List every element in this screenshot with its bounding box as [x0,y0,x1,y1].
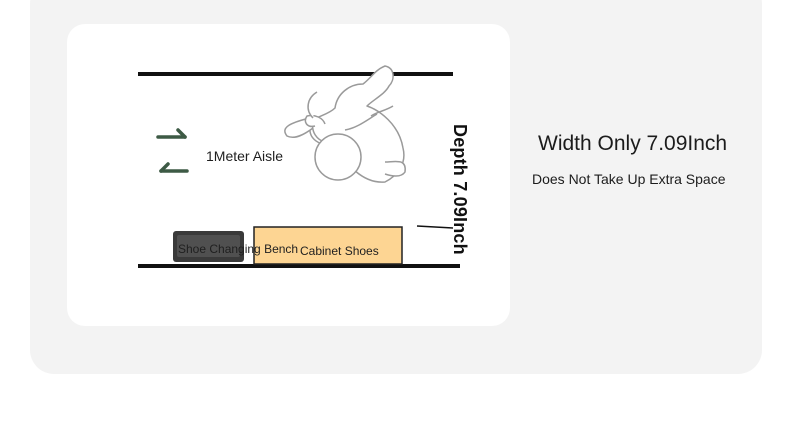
shoe-bench-top [177,235,240,257]
feature-title: Width Only 7.09Inch [538,132,728,155]
shoe-bench [173,231,244,262]
arrow-right-icon [156,128,187,139]
aisle-label: 1Meter Aisle [206,148,284,164]
bench-label: Shoe Changing Bench [178,242,299,256]
depth-indicator-line [416,225,454,229]
bottom-wall [138,264,460,268]
floor-plan-diagram [138,65,460,268]
shoe-cabinet [253,226,403,265]
feature-subtitle: Does Not Take Up Extra Space [532,171,726,187]
cabinet-label: Cabinet Shoes [300,244,379,258]
person-top-view-icon [284,65,406,183]
arrow-left-icon [159,162,189,173]
depth-label: Depth 7.09Inch [450,124,470,255]
top-wall [138,72,453,76]
